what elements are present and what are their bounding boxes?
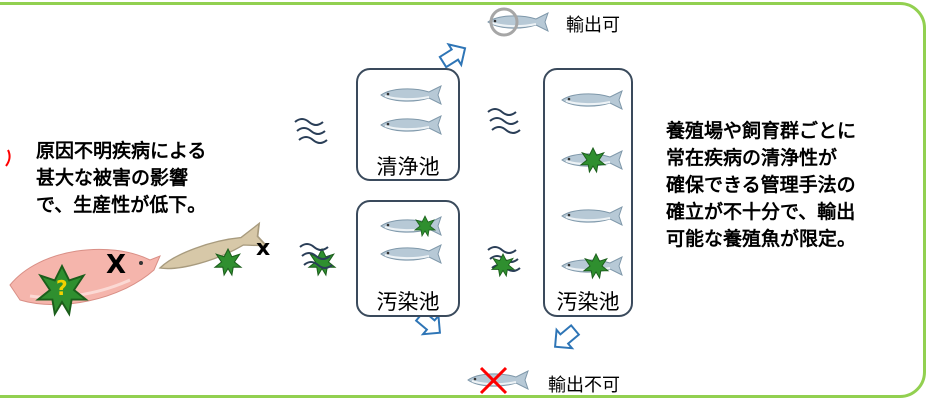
right-description: 養殖場や飼育群ごとに 常在疾病の清浄性が 確保できる管理手法の 確立が不十分で、…: [666, 118, 856, 253]
fish-icon: [561, 90, 623, 110]
dead-mark-small: x: [256, 236, 271, 261]
left-description: 原因不明疾病による 甚大な被害の影響 で、生産性が低下。: [36, 138, 206, 219]
pond-contaminated-2-label: 汚染池: [556, 290, 620, 314]
fish-icon: [380, 115, 442, 135]
pond-contaminated-1-label: 汚染池: [376, 290, 440, 314]
left-line: で、生産性が低下。: [36, 194, 207, 216]
right-line: 確立が不十分で、輸出: [666, 201, 856, 223]
ok-circle-icon: [489, 7, 519, 37]
fish-icon: [380, 244, 442, 264]
fish-icon: [380, 85, 442, 105]
cross-icon: [479, 366, 508, 395]
export-ok-label: 輸出可: [566, 15, 620, 36]
red-mark: [5, 149, 11, 167]
right-line: 確保できる管理手法の: [666, 174, 856, 196]
sick-fish-icon: [158, 221, 269, 270]
right-line: 常在疾病の清浄性が: [666, 147, 838, 169]
right-line: 可能な養殖魚が限定。: [666, 228, 857, 250]
left-line: 甚大な被害の影響: [36, 167, 189, 189]
export-ng-label: 輸出不可: [548, 375, 620, 396]
fish-icon: [380, 216, 442, 236]
left-line: 原因不明疾病による: [36, 140, 207, 162]
pond-clean-label: 清浄池: [376, 155, 440, 179]
question-mark: ?: [56, 276, 68, 300]
right-line: 養殖場や飼育群ごとに: [666, 120, 857, 142]
pond-contaminated-2: [543, 68, 633, 317]
dead-mark-large: X: [106, 250, 127, 280]
fish-icon: [561, 206, 623, 226]
